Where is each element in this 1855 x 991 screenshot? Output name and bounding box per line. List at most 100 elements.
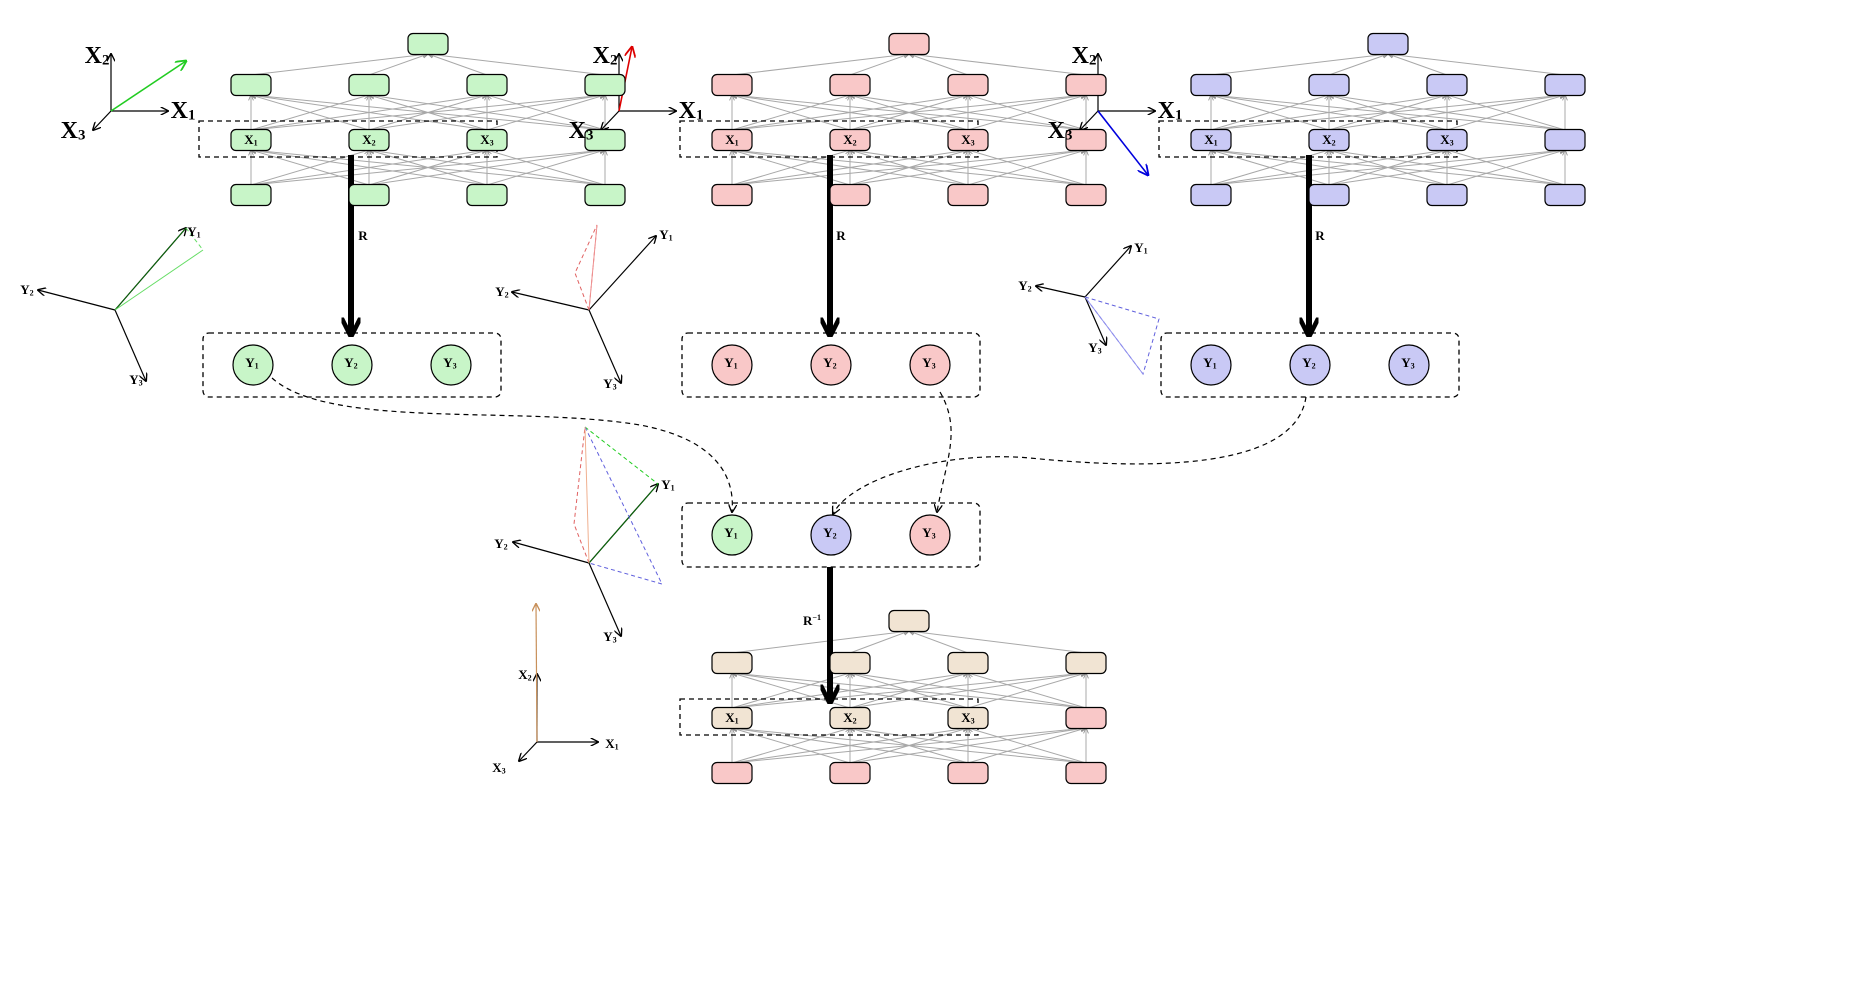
input-node-3: [947, 183, 989, 207]
reconstructed-label-x1: X1: [605, 736, 618, 751]
axis-x3: [93, 110, 112, 130]
combined-outputs-y1-label: Y1: [724, 525, 737, 540]
x-node-label-2: X2: [362, 132, 375, 147]
hidden-node-x4: [1544, 128, 1586, 152]
edge: [1211, 95, 1448, 131]
combined-red-projection: [573, 426, 590, 564]
edge: [251, 150, 606, 186]
hidden-node-x2: [829, 706, 871, 730]
green-rotated-axes-label-y3: Y3: [129, 372, 142, 387]
red-outputs-y2-node: [810, 344, 852, 386]
green-vector: [114, 249, 204, 311]
axis-y3: [114, 309, 146, 381]
network-nodes: [230, 32, 1586, 785]
combined-green-projection: [584, 426, 659, 485]
green-outputs-y2-node: [331, 344, 373, 386]
edge: [1211, 95, 1330, 131]
x-node-label-3: X3: [1440, 132, 1453, 147]
edge: [368, 54, 428, 76]
red-outputs-y2-label: Y2: [823, 355, 836, 370]
output-node: [888, 609, 930, 633]
x-node-label-3: X3: [480, 132, 493, 147]
green-input-axes-label-x3: X3: [61, 118, 86, 144]
red-outputs-y3-label: Y3: [922, 355, 935, 370]
red-outputs-y1-node: [711, 344, 753, 386]
combined-rotated-axes-label-y3: Y3: [603, 629, 616, 644]
hidden-node-4: [1065, 651, 1107, 675]
green-rotated-axes-label-y2: Y2: [20, 282, 33, 297]
axis-x3: [1080, 110, 1099, 130]
hidden-node-x1: [711, 128, 753, 152]
inverse-rotation-label: R−1: [803, 613, 821, 628]
hidden-node-x4: [584, 128, 626, 152]
rotation-label-red: R: [836, 228, 846, 243]
edge: [731, 631, 909, 654]
hidden-node-1: [711, 73, 753, 97]
reconstructed-axes: [519, 604, 598, 761]
reconstructed-label-x2: X2: [518, 667, 531, 682]
hidden-node-1: [230, 73, 272, 97]
hidden-node-4: [1065, 73, 1107, 97]
axis-y2: [512, 292, 590, 311]
green-network: [230, 32, 626, 207]
edge: [731, 54, 909, 76]
axis-y2: [38, 290, 116, 311]
edge: [369, 95, 606, 131]
input-node-4: [1065, 183, 1107, 207]
axis-y2: [513, 542, 590, 564]
red-input-axes-label-x1: X1: [679, 98, 704, 124]
blue-rotated-axes: [1036, 246, 1160, 376]
edge: [428, 54, 606, 76]
hidden-node-x3: [947, 128, 989, 152]
input-node-2: [829, 183, 871, 207]
reconstructed-label-x3: X3: [492, 760, 505, 775]
edge: [968, 673, 1087, 709]
combined-vector: [584, 426, 590, 564]
blue-input-axes-label-x3: X3: [1048, 118, 1073, 144]
x-node-label-3: X3: [961, 710, 974, 725]
edge: [250, 54, 428, 76]
combined-rotated-axes: [513, 426, 663, 636]
network-edges: [250, 54, 1566, 764]
rotation-label-blue: R: [1315, 228, 1325, 243]
hidden-node-x3: [947, 706, 989, 730]
red-outputs-y1-label: Y1: [724, 355, 737, 370]
edge: [251, 95, 488, 131]
reconstructed-network: [711, 609, 1107, 785]
x-node-label-1: X1: [725, 710, 738, 725]
input-node-2: [348, 183, 390, 207]
hidden-node-x1: [1190, 128, 1232, 152]
edge: [1329, 150, 1566, 186]
edge: [968, 728, 1087, 764]
axis-y3: [588, 309, 621, 383]
blue-outputs-y1-label: Y1: [1203, 355, 1216, 370]
edge: [487, 95, 606, 131]
axis-y2: [1036, 286, 1086, 298]
hidden-node-3: [466, 73, 508, 97]
green-outputs-y1-label: Y1: [245, 355, 258, 370]
edge: [909, 54, 969, 76]
hidden-node-x4: [1065, 706, 1107, 730]
output-node: [888, 32, 930, 56]
input-node-2: [1308, 183, 1350, 207]
axis-x3: [601, 110, 620, 130]
edge: [909, 631, 969, 654]
combined-outputs-y3-node: [909, 514, 951, 556]
x-node-label-2: X2: [843, 710, 856, 725]
edge: [251, 95, 606, 131]
green-input-axes: [93, 54, 186, 130]
combined-outputs-y3-label: Y3: [922, 525, 935, 540]
x-node-label-3: X3: [961, 132, 974, 147]
hidden-node-x2: [829, 128, 871, 152]
edge: [732, 728, 1087, 764]
edge: [850, 150, 1087, 186]
edge: [369, 150, 606, 186]
edge: [1211, 150, 1448, 186]
edge: [850, 95, 1087, 131]
blue-rotated-axes-label-y3: Y3: [1088, 340, 1101, 355]
blue-input-axes-label-x2: X2: [1072, 43, 1097, 69]
blue-outputs-y1-node: [1190, 344, 1232, 386]
hidden-node-3: [1426, 73, 1468, 97]
hidden-node-x3: [1426, 128, 1468, 152]
